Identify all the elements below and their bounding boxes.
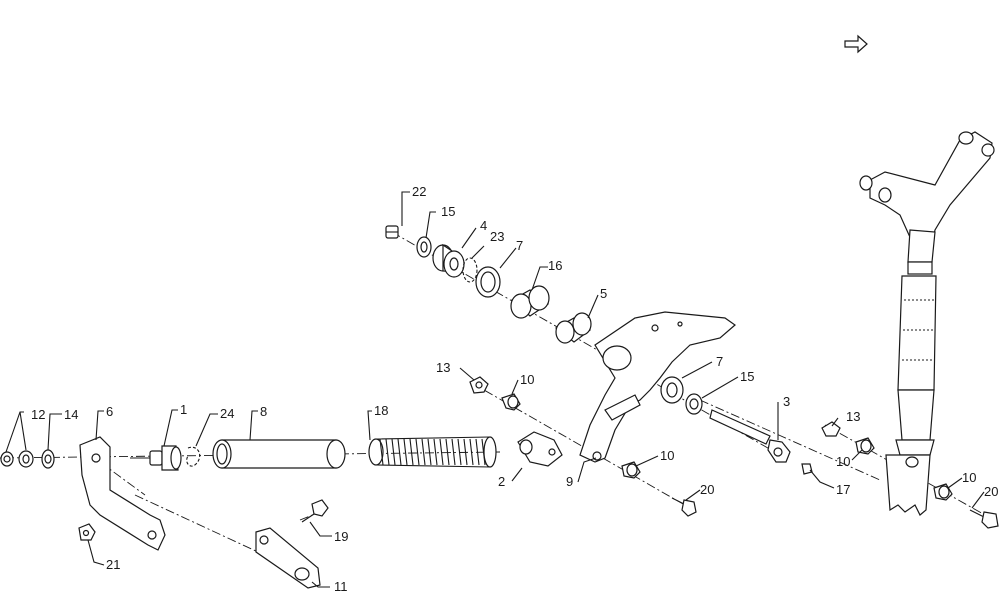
callout-labels: 22 15 4 23 7 16 5 13 10 7 15 3 13 10 10 …	[31, 184, 998, 592]
part-22-bolt	[385, 225, 399, 239]
part-6-bracket	[79, 436, 166, 551]
callout-14: 14	[64, 407, 78, 422]
callout-20-right: 20	[984, 484, 998, 499]
callout-1: 1	[180, 402, 187, 417]
callout-17: 17	[836, 482, 850, 497]
callout-10-far-right: 10	[962, 470, 976, 485]
top-link-assembly	[859, 131, 995, 516]
part-15-washer-upper	[416, 236, 432, 258]
callout-23: 23	[490, 229, 504, 244]
callout-13: 13	[436, 360, 450, 375]
part-8-tube	[212, 439, 346, 469]
part-5-bushing	[554, 312, 592, 344]
callout-4: 4	[480, 218, 487, 233]
part-17-grease-fitting	[801, 463, 813, 475]
part-7-washer-upper	[475, 266, 501, 298]
part-21-nut	[78, 523, 96, 541]
part-4-spacer	[432, 243, 465, 278]
part-20-bolt-mid	[671, 497, 697, 517]
callout-21: 21	[106, 557, 120, 572]
callout-22: 22	[412, 184, 426, 199]
callout-16: 16	[548, 258, 562, 273]
part-19-bolt	[301, 499, 329, 523]
part-13-nut-right	[821, 421, 841, 437]
next-page-arrow-icon[interactable]	[844, 34, 868, 54]
part-10-bushing-mid	[501, 393, 521, 411]
callout-10-mid: 10	[660, 448, 674, 463]
part-2-clevis	[517, 431, 563, 467]
callout-15-lower: 15	[740, 369, 754, 384]
callout-12: 12	[31, 407, 45, 422]
part-12-nuts	[0, 450, 34, 468]
callout-9: 9	[566, 474, 573, 489]
part-15-washer-lower	[685, 393, 703, 415]
part-18-spring	[368, 436, 497, 468]
part-23-ring	[462, 257, 478, 283]
callout-7: 7	[516, 238, 523, 253]
callout-20: 20	[700, 482, 714, 497]
callout-10-right: 10	[836, 454, 850, 469]
part-24-clip	[186, 446, 201, 467]
callout-15: 15	[441, 204, 455, 219]
callout-2: 2	[498, 474, 505, 489]
part-1-pin	[130, 445, 182, 471]
part-7-washer-lower	[660, 376, 684, 404]
part-16-bushing	[510, 285, 550, 319]
callout-3: 3	[783, 394, 790, 409]
callout-13-right: 13	[846, 409, 860, 424]
callout-19: 19	[334, 529, 348, 544]
callout-6: 6	[106, 404, 113, 419]
callout-8: 8	[260, 404, 267, 419]
part-10-bushing-right	[855, 437, 875, 455]
callout-5: 5	[600, 286, 607, 301]
callout-11: 11	[334, 579, 348, 592]
part-10-bushing-far-right	[933, 483, 953, 501]
callout-24: 24	[220, 406, 234, 421]
part-13-nut-mid	[469, 376, 489, 394]
part-11-link-plate	[255, 527, 321, 589]
callout-7-lower: 7	[716, 354, 723, 369]
part-10-bushing-lower	[621, 461, 641, 479]
leader-lines	[5, 191, 985, 588]
part-14-washer	[41, 449, 55, 469]
bellcrank-arm-part-9	[579, 311, 736, 463]
callout-10: 10	[520, 372, 534, 387]
part-20-bolt-right	[969, 509, 999, 529]
part-3-pin	[709, 409, 791, 463]
callout-18: 18	[374, 403, 388, 418]
